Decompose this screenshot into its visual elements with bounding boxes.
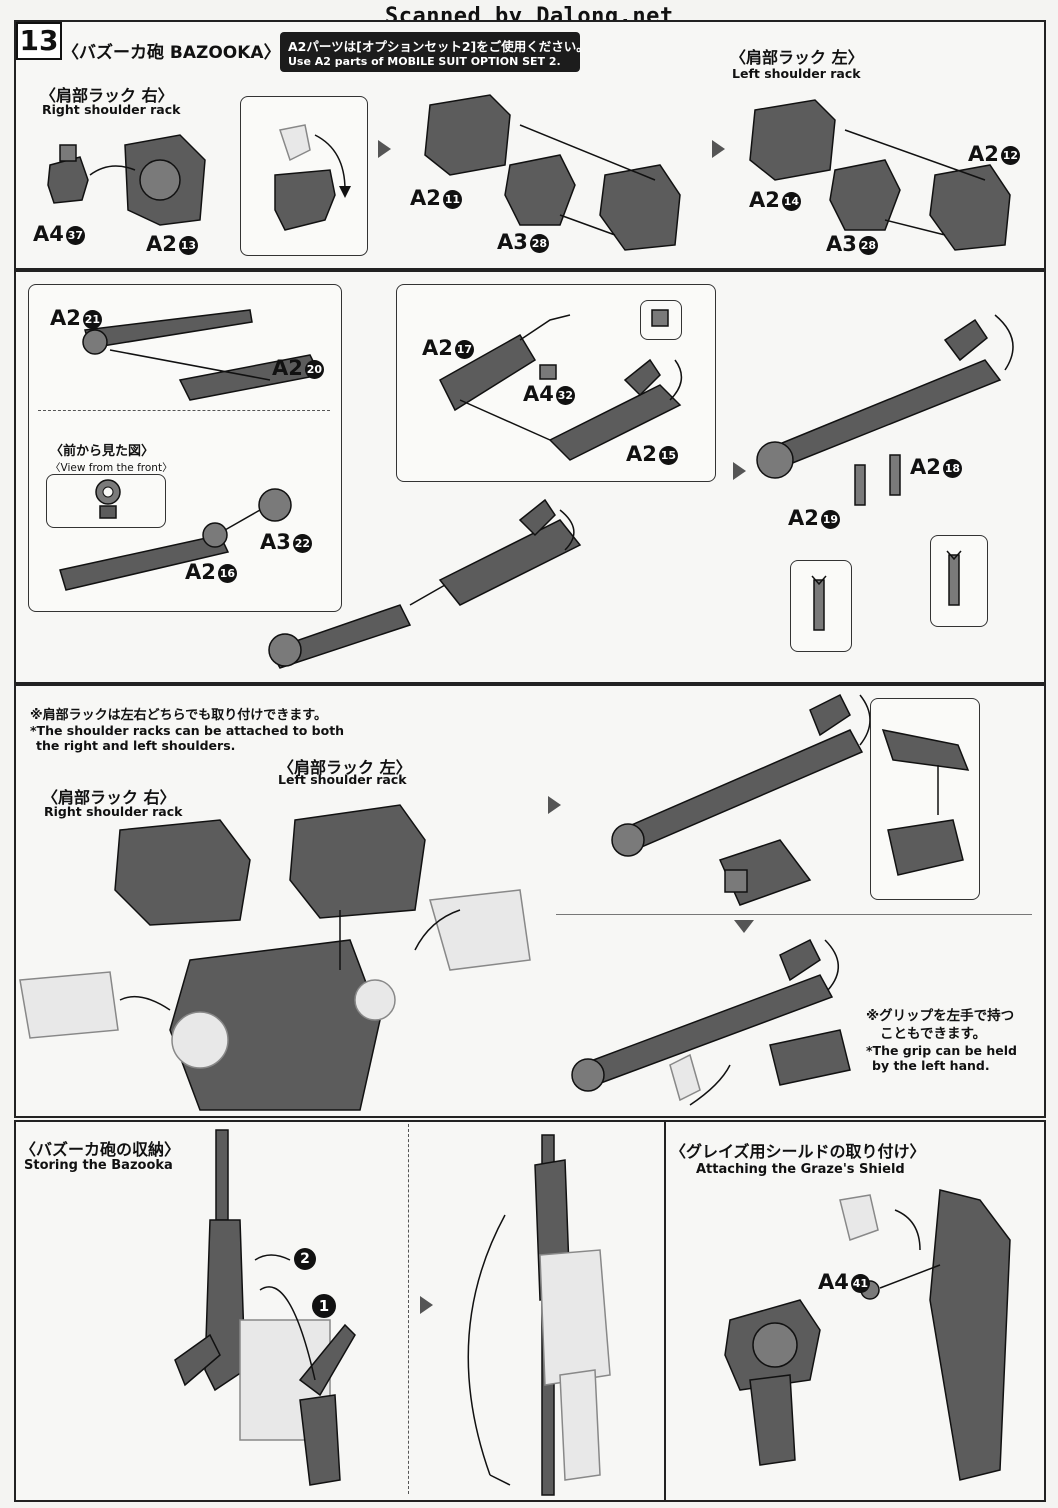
storing-subtitle: Storing the Bazooka: [24, 1158, 173, 1173]
row3-left-rack-title: 〈肩部ラック 左〉: [278, 758, 412, 777]
bazooka-hand-drawing: [611, 693, 871, 906]
option-notice-en: Use A2 parts of MOBILE SUIT OPTION SET 2…: [288, 55, 561, 68]
row3-right-rack-title: 〈肩部ラック 右〉: [42, 788, 176, 807]
section-divider: [556, 914, 1032, 915]
box-divider: [38, 410, 330, 411]
rack-note-en-1: *The shoulder racks can be attached to b…: [30, 723, 345, 738]
shield-title: 〈グレイズ用シールドの取り付け〉: [670, 1142, 926, 1161]
right-rack-subtitle: Right shoulder rack: [42, 102, 181, 117]
grip-note-jp-1: ※グリップを左手で持つ: [866, 1008, 1015, 1024]
storing-step2-drawing: [467, 1134, 611, 1496]
grip-note-jp-2: こともできます。: [880, 1026, 987, 1042]
front-view-subtitle: 〈View from the front〉: [50, 462, 173, 474]
right-rack-exploded-drawing: [424, 94, 681, 251]
row3-left-rack-subtitle: Left shoulder rack: [278, 772, 407, 787]
option-notice: A2パーツは[オプションセット2]をご使用ください。 Use A2 parts …: [280, 32, 589, 72]
body-parts-drawing: [439, 314, 683, 461]
callout-part-drawing: [274, 124, 351, 231]
front-view-part-drawing: [95, 479, 121, 519]
bazooka-held-drawing: [571, 938, 851, 1106]
grip-note-en-1: *The grip can be held: [866, 1043, 1017, 1058]
small-part-inset-drawing: [651, 309, 669, 327]
muzzle-assembly-drawing: [59, 488, 292, 591]
rack-note-jp: ※肩部ラックは左右どちらでも取り付けできます。: [30, 708, 327, 723]
step-2-badge: 2: [294, 1248, 316, 1270]
left-rack-exploded-drawing: [749, 99, 1011, 251]
right-rack-assembly-drawing: [47, 134, 206, 226]
detail-callout-box: [240, 96, 368, 256]
step-number: 13: [16, 22, 62, 60]
step-1-badge: 1: [312, 1294, 336, 1318]
left-rack-title: 〈肩部ラック 左〉: [730, 48, 864, 67]
step-arrow: [420, 1296, 433, 1314]
step-arrow: [548, 796, 561, 814]
rack-mounting-drawing: [19, 804, 531, 1111]
right-rack-title: 〈肩部ラック 右〉: [40, 86, 174, 105]
hand-detail-drawing: [881, 729, 970, 876]
bazooka-grip-drawing: [756, 314, 1014, 506]
barrel-parts-drawing: [82, 309, 322, 401]
storing-step1-drawing: [174, 1129, 356, 1486]
left-rack-subtitle: Left shoulder rack: [732, 66, 861, 81]
step-arrow-down: [734, 920, 754, 933]
storing-title: 〈バズーカ砲の収納〉: [20, 1140, 181, 1159]
option-notice-jp: A2パーツは[オプションセット2]をご使用ください。: [288, 39, 589, 54]
step-arrow: [712, 140, 725, 158]
shield-subtitle: Attaching the Graze's Shield: [696, 1162, 905, 1177]
step-arrow: [378, 140, 391, 158]
step-arrow: [733, 462, 746, 480]
row3-right-rack-subtitle: Right shoulder rack: [44, 804, 183, 819]
front-view-title: 〈前から見た図〉: [50, 444, 155, 459]
step-title: 〈バズーカ砲 BAZOOKA〉: [62, 43, 281, 63]
row4-divider: [408, 1124, 409, 1494]
shield-attach-drawing: [724, 1189, 1011, 1481]
grip-detail-drawing-2: [946, 550, 962, 606]
grip-note-en-2: by the left hand.: [872, 1058, 990, 1073]
rack-note-en-2: the right and left shoulders.: [36, 738, 236, 753]
bazooka-combined-drawing: [268, 498, 582, 669]
grip-detail-drawing-1: [811, 575, 827, 631]
